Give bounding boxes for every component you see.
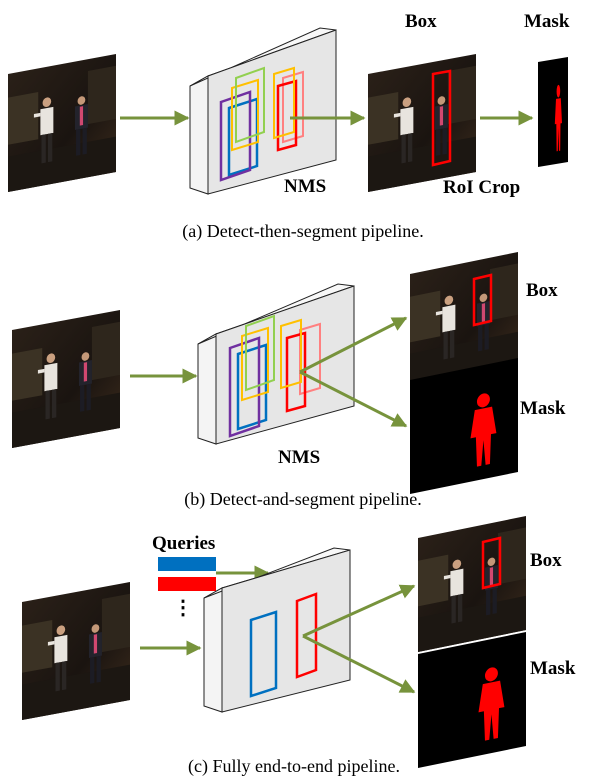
candidate-box-purple-b <box>228 336 261 438</box>
candidate-box-green-b <box>245 314 275 392</box>
candidate-box-orange2-a <box>273 66 295 140</box>
mask-output-image-a <box>538 57 568 167</box>
caption-c: (c) Fully end-to-end pipeline. <box>188 756 400 777</box>
network-block-a <box>189 27 337 195</box>
candidate-box-blue-a <box>227 97 259 177</box>
query-bar-red <box>158 577 216 591</box>
query-ellipsis: ⋮ <box>173 597 193 619</box>
output-box-red-c <box>481 536 502 590</box>
candidate-box-orange2-b <box>280 318 302 390</box>
label-mask-a: Mask <box>524 11 570 32</box>
label-box-b: Box <box>526 280 558 301</box>
network-block-c <box>203 547 351 713</box>
mask-output-image-b <box>410 358 518 494</box>
candidate-box-purple-a <box>219 90 252 182</box>
input-image-a <box>8 54 117 192</box>
candidate-box-orange-b <box>241 326 269 402</box>
output-box-red-b <box>472 273 493 327</box>
query-bar-blue <box>158 557 216 571</box>
label-nms-a: NMS <box>284 176 326 197</box>
label-box-c: Box <box>530 550 562 571</box>
arrow-network-to-mask-c <box>302 634 416 694</box>
label-mask-b: Mask <box>520 398 566 419</box>
output-box-red-a <box>431 69 452 167</box>
arrow-network-to-box-b <box>299 316 408 374</box>
label-mask-c: Mask <box>530 658 576 679</box>
input-image-c <box>22 582 130 720</box>
candidate-box-green-a <box>235 66 265 144</box>
label-roi-crop-a: RoI Crop <box>443 177 520 198</box>
caption-a: (a) Detect-then-segment pipeline. <box>182 221 423 242</box>
query-box-blue-c <box>249 610 278 698</box>
box-output-image-a <box>368 54 476 192</box>
mask-output-image-c <box>418 632 526 768</box>
label-queries-c: Queries <box>152 533 215 554</box>
query-box-red-c <box>295 592 318 679</box>
input-image-b <box>12 310 121 448</box>
caption-b: (b) Detect-and-segment pipeline. <box>184 489 421 510</box>
panel-c: Queries ⋮ Box Mask (c) Fully end-to-end … <box>22 516 576 777</box>
candidate-box-blue-b <box>236 343 268 431</box>
label-box-a: Box <box>405 11 437 32</box>
label-nms-b: NMS <box>278 447 320 468</box>
candidate-box-orange-a <box>231 78 259 152</box>
box-output-image-b <box>410 252 518 388</box>
candidate-box-pink-a <box>282 70 304 144</box>
network-block-b <box>197 283 355 445</box>
arrow-network-to-mask-b <box>299 370 408 428</box>
panel-b: Box Mask NMS (b) Detect-and-segment pipe… <box>12 252 566 510</box>
panel-a: Box Mask NMS RoI Crop (a) Detect-then-se… <box>8 11 570 242</box>
arrow-network-to-box-c <box>302 584 416 638</box>
box-output-image-c <box>418 516 526 652</box>
candidate-box-red-a <box>276 79 298 152</box>
